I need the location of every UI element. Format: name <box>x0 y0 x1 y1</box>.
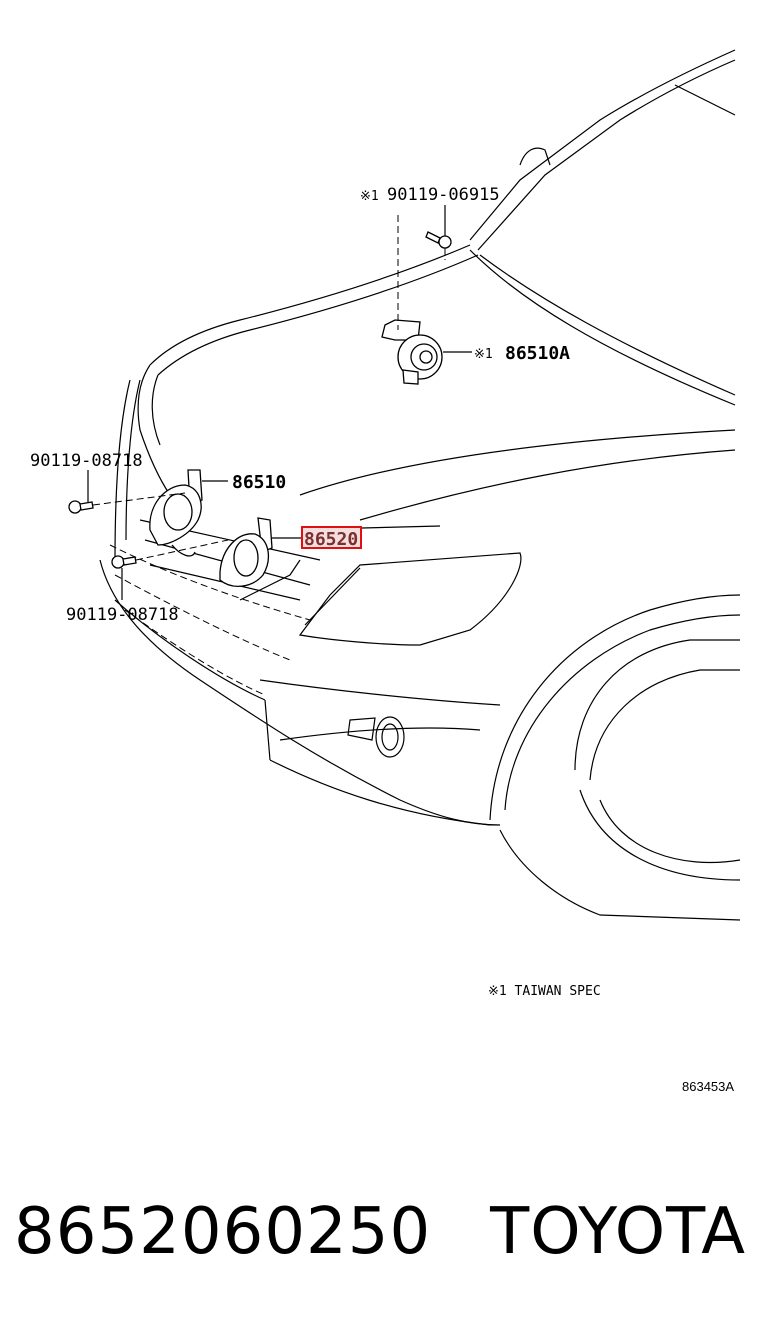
bolt-top-mark: ※1 <box>360 189 379 204</box>
horn-low-label: 86520 <box>304 529 358 550</box>
bolt-left-upper-label: 90119-08718 <box>30 451 143 471</box>
brand-name: TOYOTA <box>490 1195 746 1269</box>
horn-taiwan-label: 86510A <box>505 343 570 364</box>
bolt-left-lower <box>111 555 137 569</box>
horn-taiwan-spec <box>381 319 443 385</box>
highlight-box <box>301 526 362 549</box>
bolt-top-label: 90119-06915 <box>387 185 500 205</box>
bolt-left-lower-label: 90119-08718 <box>66 605 179 625</box>
figure-id: 863453A <box>682 1079 734 1094</box>
horn-high <box>149 469 203 557</box>
horn-high-label: 86510 <box>232 472 286 493</box>
horn-low <box>219 517 273 587</box>
footnote: ※1 TAIWAN SPEC <box>488 984 601 999</box>
bolt-top <box>425 231 452 249</box>
part-caption: 8652060250 TOYOTA <box>14 1192 746 1272</box>
part-number: 8652060250 <box>14 1195 432 1269</box>
leader-lines <box>87 205 472 600</box>
bolt-left-upper <box>68 500 94 514</box>
vehicle-outline <box>99 49 741 921</box>
horn-taiwan-mark: ※1 <box>474 347 493 362</box>
